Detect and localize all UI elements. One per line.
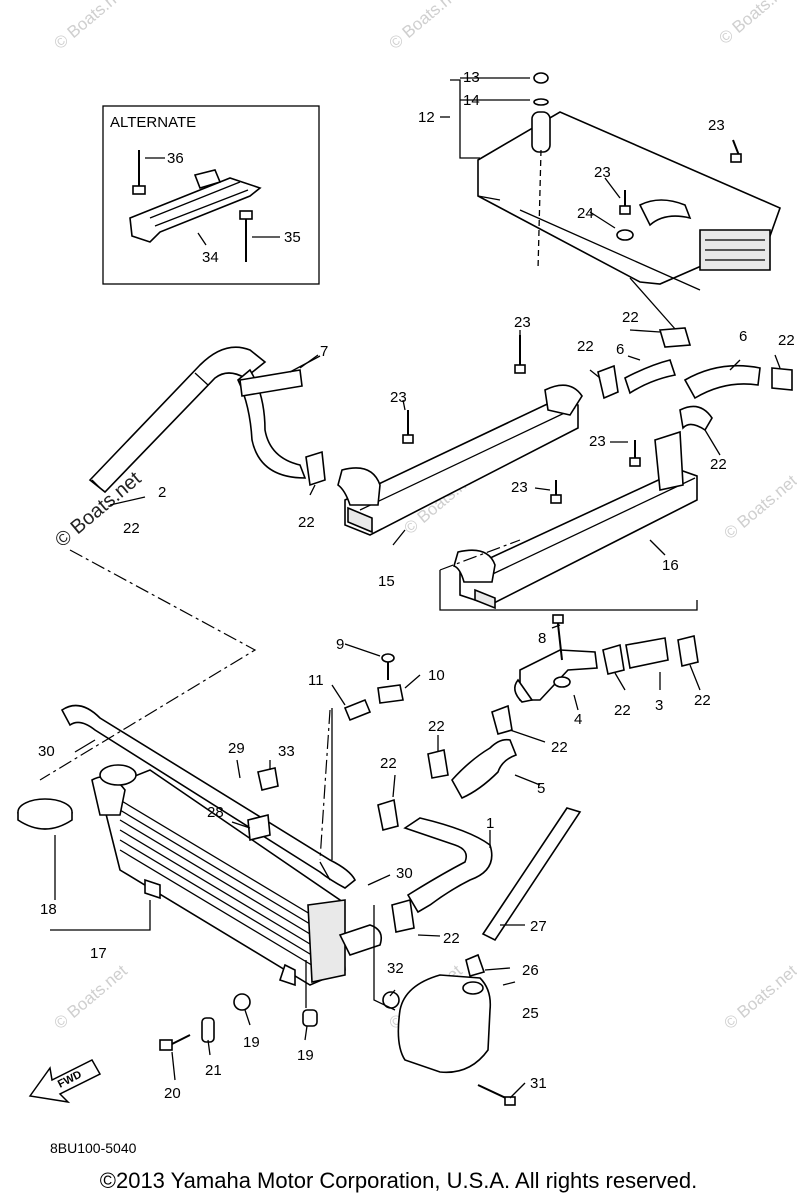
hoses-6: [597, 327, 793, 432]
callout-22: 22: [694, 692, 711, 709]
callout-30a: 30: [38, 743, 55, 760]
radiator-17: [91, 764, 383, 987]
callout-7: 7: [320, 343, 328, 360]
callout-22: 22: [778, 332, 795, 349]
callout-19a: 19: [243, 1034, 260, 1051]
alternate-box: ALTERNATE: [102, 105, 320, 285]
callout-16: 16: [662, 557, 679, 574]
callout-29: 29: [228, 740, 245, 757]
callout-22: 22: [380, 755, 397, 772]
callout-20: 20: [164, 1085, 181, 1102]
cover-assembly-12: [450, 72, 782, 331]
callout-26: 26: [522, 962, 539, 979]
callout-22: 22: [428, 718, 445, 735]
callout-31: 31: [530, 1075, 547, 1092]
pipe-2: [88, 346, 326, 494]
callout-22: 22: [298, 514, 315, 531]
callout-22: 22: [577, 338, 594, 355]
callout-21: 21: [205, 1062, 222, 1079]
callout-36: 36: [167, 150, 184, 167]
callout-8: 8: [538, 630, 546, 647]
tank-25: [382, 953, 516, 1106]
callout-19b: 19: [297, 1047, 314, 1064]
callout-23: 23: [594, 164, 611, 181]
callout-22: 22: [123, 520, 140, 537]
callout-25: 25: [522, 1005, 539, 1022]
lower-left-parts: [159, 905, 396, 1051]
fitting-group: [427, 614, 699, 800]
watermark: © Boats.net: [715, 0, 796, 48]
callout-4: 4: [574, 711, 582, 728]
callout-2: 2: [158, 484, 166, 501]
callout-33: 33: [278, 743, 295, 760]
alternate-title: ALTERNATE: [110, 114, 196, 131]
callout-14: 14: [463, 92, 480, 109]
callout-23: 23: [514, 314, 531, 331]
centre-lines: [39, 539, 521, 861]
callout-18: 18: [40, 901, 57, 918]
callout-22: 22: [710, 456, 727, 473]
callout-32: 32: [387, 960, 404, 977]
callout-12: 12: [418, 109, 435, 126]
callout-6a: 6: [616, 341, 624, 358]
callout-22: 22: [443, 930, 460, 947]
callout-23: 23: [708, 117, 725, 134]
callout-15: 15: [378, 573, 395, 590]
callout-23: 23: [589, 433, 606, 450]
callout-10: 10: [428, 667, 445, 684]
watermark: © Boats.net: [720, 471, 797, 543]
callout-23: 23: [390, 389, 407, 406]
callout-17: 17: [90, 945, 107, 962]
callout-3: 3: [655, 697, 663, 714]
cooler-15: [337, 335, 583, 536]
part-code: 8BU100-5040: [50, 1140, 137, 1156]
callout-35: 35: [284, 229, 301, 246]
fwd-arrow-icon: FWD: [28, 1059, 102, 1104]
pipe-1: [377, 798, 493, 933]
fittings-9-10-11: [319, 653, 404, 881]
callout-28: 28: [207, 804, 224, 821]
callout-1: 1: [486, 815, 494, 832]
watermark: © Boats.net: [50, 961, 131, 1033]
callout-6b: 6: [739, 328, 747, 345]
callout-30b: 30: [396, 865, 413, 882]
cooler-16: [439, 430, 698, 611]
callout-22: 22: [622, 309, 639, 326]
pipe-27: [481, 807, 582, 942]
callout-34: 34: [202, 249, 219, 266]
watermark: © Boats.net: [50, 0, 131, 53]
callout-24: 24: [577, 205, 594, 222]
copyright-notice: ©2013 Yamaha Motor Corporation, U.S.A. A…: [99, 1168, 698, 1193]
callout-27: 27: [530, 918, 547, 935]
callout-22: 22: [614, 702, 631, 719]
callout-11: 11: [308, 672, 324, 689]
hose-29: [60, 704, 357, 889]
callout-9: 9: [336, 636, 344, 653]
callout-22: 22: [551, 739, 568, 756]
watermark: © Boats.net: [720, 961, 797, 1033]
callout-labels: 1 2 3 4 5 6 6 7 8 9 10 11 12 13 14 15 16…: [38, 69, 795, 1102]
callout-23: 23: [511, 479, 528, 496]
cap-18: [17, 798, 73, 830]
leader-lines: [50, 116, 781, 1099]
watermark: © Boats.net: [385, 0, 466, 53]
callout-13: 13: [463, 69, 480, 86]
callout-5: 5: [537, 780, 545, 797]
